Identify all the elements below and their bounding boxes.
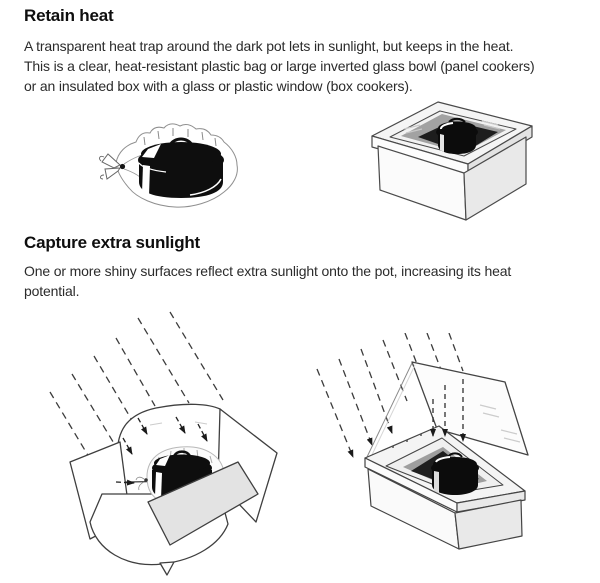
retain-heat-paragraph: A transparent heat trap around the dark …: [24, 36, 535, 96]
paragraph-line: or an insulated box with a glass or plas…: [24, 78, 413, 94]
section-heading-capture-extra-sunlight: Capture extra sunlight: [24, 233, 201, 252]
paragraph-line: This is a clear, heat-resistant plastic …: [24, 58, 535, 74]
pot-in-transparent-bag-illustration: [99, 123, 238, 208]
box-cooker-closed-illustration: [371, 101, 533, 221]
section-heading-retain-heat: Retain heat: [24, 6, 114, 25]
paragraph-line: A transparent heat trap around the dark …: [24, 38, 514, 54]
capture-sunlight-paragraph: One or more shiny surfaces reflect extra…: [24, 261, 511, 301]
box-cooker-open-reflector-lid-illustration: [316, 333, 529, 550]
panel-cooker-reflectors-illustration: [49, 311, 278, 576]
paragraph-line: potential.: [24, 283, 80, 299]
paragraph-line: One or more shiny surfaces reflect extra…: [24, 263, 512, 279]
